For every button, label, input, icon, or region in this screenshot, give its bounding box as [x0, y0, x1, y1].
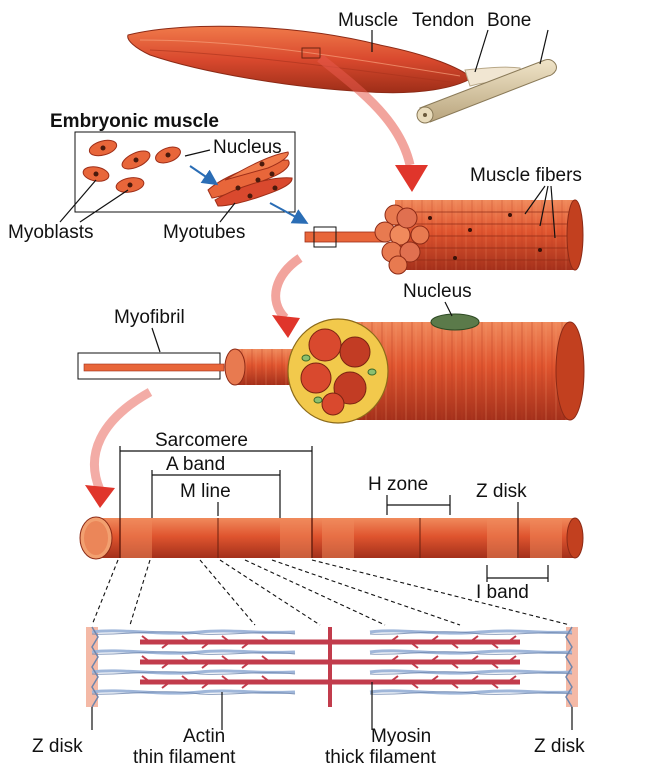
bone-label: Bone — [487, 10, 531, 31]
a-band-label: A band — [166, 454, 225, 475]
bone-leader-line — [540, 30, 548, 64]
tendon-label: Tendon — [412, 10, 474, 31]
fiber-nucleus — [431, 314, 479, 330]
z-disk-right-label: Z disk — [534, 736, 585, 757]
myosin-label-line1: Myosin — [371, 726, 431, 747]
sarcomere-label: Sarcomere — [155, 430, 248, 451]
actin-label-line2: thin filament — [133, 747, 236, 767]
myotubes-label: Myotubes — [163, 222, 245, 243]
h-zone-bracket — [387, 495, 450, 515]
myosin-label-line2: thick filament — [325, 747, 437, 767]
whole-muscle-illustration — [128, 26, 472, 92]
myofibril-long — [80, 517, 583, 559]
embryonic-muscle-title: Embryonic muscle — [50, 111, 219, 132]
myofibril-label: Myofibril — [114, 307, 185, 328]
myofibril-leader — [152, 328, 160, 352]
sarcomere-detail — [86, 627, 578, 707]
myoblasts-label: Myoblasts — [8, 222, 94, 243]
nucleus-embryo-label: Nucleus — [213, 137, 282, 158]
i-band-bracket — [487, 565, 548, 582]
nucleus-fiber-label: Nucleus — [403, 281, 472, 302]
actin-label-line1: Actin — [183, 726, 225, 747]
zoom-arrow-2 — [272, 258, 300, 338]
tendon-leader-line — [475, 30, 488, 72]
z-disk-left-label: Z disk — [32, 736, 83, 757]
z-disk-top-label: Z disk — [476, 481, 527, 502]
muscle-label: Muscle — [338, 10, 398, 31]
myofibril-strand — [84, 364, 224, 371]
muscle-fibers-label: Muscle fibers — [470, 165, 582, 186]
i-band-label: I band — [476, 582, 529, 603]
h-zone-label: H zone — [368, 474, 428, 495]
m-line-label: M line — [180, 481, 231, 502]
fiber-cross-section — [288, 319, 388, 423]
muscle-fiber-bundle — [375, 200, 583, 274]
zoom-arrow-3 — [85, 392, 150, 508]
